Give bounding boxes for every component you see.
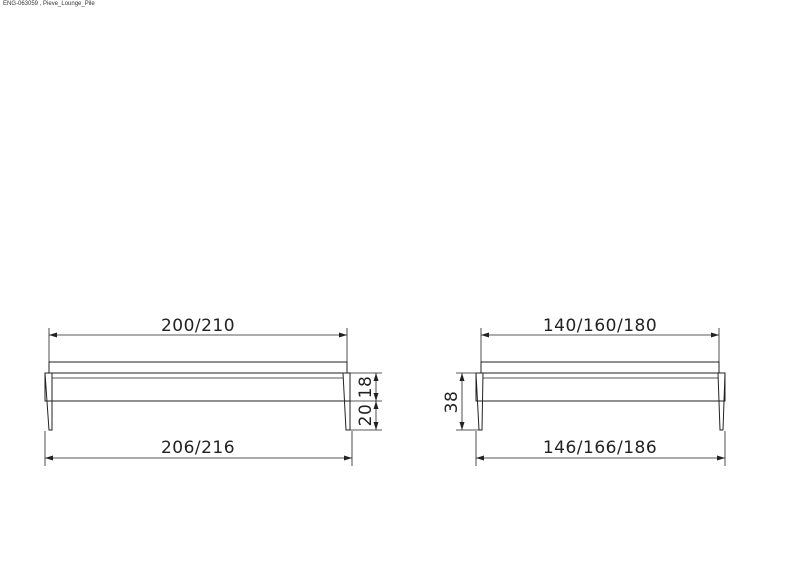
arrowhead: [344, 455, 352, 461]
dimension-total-height: 38: [442, 372, 479, 431]
arrowhead: [373, 373, 379, 381]
side-view: 200/210 206/216: [44, 316, 382, 466]
arrowhead: [45, 455, 53, 461]
end-view: 140/160/180 38 146/166/186: [442, 316, 726, 466]
arrowhead: [373, 401, 379, 409]
arrowhead: [339, 332, 347, 338]
arrowhead: [459, 373, 465, 381]
dim-label-overall-length: 206/216: [161, 438, 235, 458]
leg-left: [475, 372, 484, 431]
arrowhead: [459, 422, 465, 430]
frame-rail: [44, 372, 351, 402]
dim-label-overall-width: 146/166/186: [543, 438, 657, 458]
mattress-board: [480, 361, 720, 374]
leg-right: [717, 372, 726, 431]
dim-label-top-length: 200/210: [161, 316, 235, 336]
arrowhead: [49, 332, 57, 338]
arrowhead: [717, 455, 725, 461]
arrowhead: [711, 332, 719, 338]
dimension-top-width: 140/160/180: [480, 316, 720, 362]
arrowhead: [476, 455, 484, 461]
dim-label-leg-height: 20: [356, 404, 376, 427]
frame-rail: [475, 372, 726, 402]
dimension-heights: 18 20: [350, 372, 382, 431]
mattress-board: [48, 361, 348, 374]
dim-label-frame-height: 18: [356, 376, 376, 399]
arrowhead: [373, 393, 379, 401]
dim-label-total-height: 38: [442, 391, 462, 414]
drawing-id-label: ENG-063059 , Pieve_Lounge_Pile: [3, 1, 95, 7]
arrowhead: [373, 422, 379, 430]
dim-label-top-width: 140/160/180: [543, 316, 657, 336]
arrowhead: [481, 332, 489, 338]
dimension-top-length: 200/210: [48, 316, 348, 362]
dimension-overall-length: 206/216: [44, 431, 353, 466]
leg-right: [342, 372, 351, 431]
dimension-overall-width: 146/166/186: [475, 431, 726, 466]
leg-left: [44, 372, 53, 431]
